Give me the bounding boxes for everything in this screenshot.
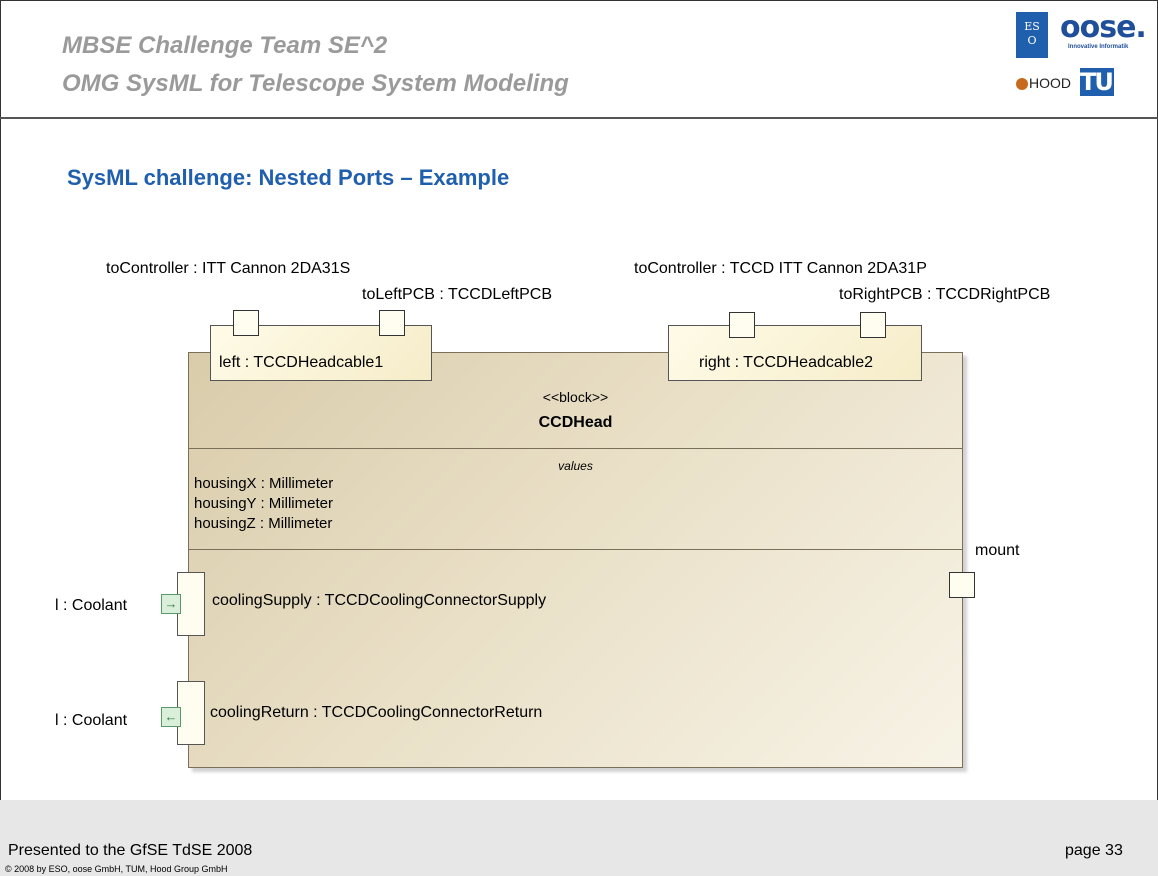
block-stereotype: <<block>> <box>542 389 609 405</box>
left-port-label: left : TCCDHeadcable1 <box>219 354 384 371</box>
footer-copyright: © 2008 by ESO, oose GmbH, TUM, Hood Grou… <box>5 864 228 874</box>
cooling-return-port[interactable] <box>177 681 205 745</box>
right-pcb-port[interactable] <box>860 312 886 338</box>
slide-footer: Presented to the GfSE TdSE 2008 © 2008 b… <box>0 800 1158 876</box>
ccdhead-block[interactable]: <<block>> CCDHead values housingX : Mill… <box>188 352 963 768</box>
left-controller-port[interactable] <box>233 310 259 336</box>
page-number: page 33 <box>1065 842 1123 859</box>
value-housing-x: housingX : Millimeter <box>194 475 334 492</box>
coolant-in-label: l : Coolant <box>55 597 128 614</box>
left-pcb-port[interactable] <box>379 310 405 336</box>
values-separator <box>189 549 962 550</box>
footer-presented: Presented to the GfSE TdSE 2008 <box>8 842 253 859</box>
cooling-return-label: coolingReturn : TCCDCoolingConnectorRetu… <box>210 704 543 721</box>
value-housing-y: housingY : Millimeter <box>194 495 333 512</box>
block-name-separator <box>189 448 962 449</box>
eso-logo: ES O <box>1016 12 1048 58</box>
header-title-line2: OMG SysML for Telescope System Modeling <box>62 70 569 97</box>
slide-header: MBSE Challenge Team SE^2 OMG SysML for T… <box>0 0 1158 118</box>
block-name: CCDHead <box>538 414 613 431</box>
header-title-line1: MBSE Challenge Team SE^2 <box>62 32 388 59</box>
oose-logo-subtitle: Innovative Informatik <box>1068 44 1129 50</box>
right-controller-port[interactable] <box>729 312 755 338</box>
mount-port-label: mount <box>975 542 1020 559</box>
slide-title: SysML challenge: Nested Ports – Example <box>67 165 510 190</box>
mount-port[interactable] <box>949 572 975 598</box>
cooling-supply-port[interactable] <box>177 572 205 636</box>
flow-out-arrow-icon: ← <box>161 707 181 727</box>
left-connector-label: toController : ITT Cannon 2DA31S <box>106 260 351 277</box>
hood-logo-mark <box>1016 78 1028 90</box>
right-port-label: right : TCCDHeadcable2 <box>699 354 874 371</box>
logo-group: ES O oose. Innovative Informatik HOOD TU… <box>1016 10 1156 110</box>
right-connector-label: toController : TCCD ITT Cannon 2DA31P <box>634 260 927 277</box>
header-divider <box>0 117 1158 119</box>
value-housing-z: housingZ : Millimeter <box>194 515 333 532</box>
flow-in-arrow-icon: → <box>161 594 181 614</box>
cooling-supply-label: coolingSupply : TCCDCoolingConnectorSupp… <box>212 592 547 609</box>
values-compartment-title: values <box>558 459 593 473</box>
coolant-out-label: l : Coolant <box>55 712 128 729</box>
hood-logo: HOOD <box>1016 75 1071 91</box>
right-pcb-label: toRightPCB : TCCDRightPCB <box>839 286 1051 303</box>
oose-logo: oose. <box>1060 10 1147 45</box>
tum-logo: TUM <box>1080 68 1136 96</box>
left-pcb-label: toLeftPCB : TCCDLeftPCB <box>362 286 552 303</box>
